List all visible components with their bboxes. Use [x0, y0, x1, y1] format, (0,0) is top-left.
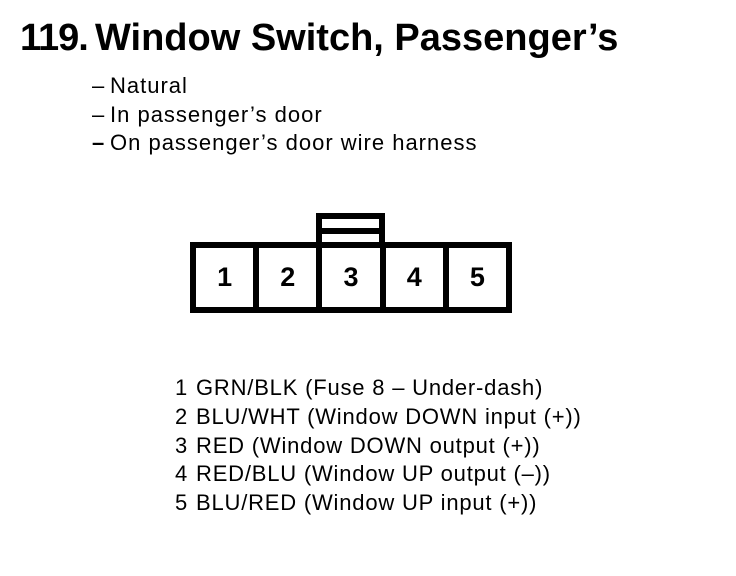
pinout-pin-desc: GRN/BLK (Fuse 8 – Under-dash)	[196, 375, 544, 400]
pinout-row: 5 BLU/RED (Window UP input (+))	[175, 489, 582, 518]
pin-cavity-4: 4	[379, 248, 443, 307]
latch-slot	[322, 234, 379, 242]
pinout-row: 3 RED (Window DOWN output (+))	[175, 432, 582, 461]
connector-latch-tab	[316, 213, 385, 242]
pinout-pin-desc: BLU/RED (Window UP input (+))	[196, 490, 538, 516]
figure-title: 119.Window Switch, Passenger’s	[20, 19, 618, 57]
dash-bullet: –	[92, 73, 106, 98]
pinout-pin-desc: RED/BLU (Window UP output (–))	[196, 461, 551, 487]
note-row-location: – In passenger’s door	[92, 101, 477, 130]
note-row-harness: – On passenger’s door wire harness	[92, 129, 477, 158]
pinout-pin-number: 3	[175, 432, 189, 458]
pinout-pin-number: 5	[175, 490, 189, 516]
connector-pin-row: 1 2 3 4 5	[190, 242, 512, 313]
pinout-pin-desc: BLU/WHT (Window DOWN input (+))	[196, 403, 582, 429]
pinout-pin-number: 2	[175, 403, 189, 429]
note-text: Natural	[110, 73, 188, 98]
pinout-row: 2 BLU/WHT (Window DOWN input (+))	[175, 403, 582, 432]
connector-notes: – Natural – In passenger’s door – On pas…	[92, 72, 477, 158]
latch-slot	[322, 219, 379, 228]
pinout-pin-number: 4	[175, 461, 189, 487]
note-text: On passenger’s door wire harness	[110, 130, 478, 155]
figure-number: 119.	[20, 17, 89, 59]
pinout-row: 1 GRN/BLK (Fuse 8 – Under-dash)	[175, 374, 582, 403]
pinout-list: 1 GRN/BLK (Fuse 8 – Under-dash) 2 BLU/WH…	[175, 374, 582, 518]
pinout-row: 4 RED/BLU (Window UP output (–))	[175, 460, 582, 489]
dash-bullet: –	[92, 130, 106, 155]
figure-title-text: Window Switch, Passenger’s	[95, 17, 619, 59]
note-text: In passenger’s door	[110, 101, 323, 127]
pin-cavity-1: 1	[196, 248, 254, 307]
connector-diagram: 1 2 3 4 5	[190, 213, 512, 313]
pin-cavity-5: 5	[442, 248, 507, 307]
pin-cavity-2: 2	[253, 248, 317, 307]
latch-bar	[322, 228, 379, 234]
pinout-pin-number: 1	[175, 375, 189, 400]
pinout-pin-desc: RED (Window DOWN output (+))	[196, 432, 541, 458]
dash-bullet: –	[92, 101, 106, 127]
pin-cavity-3: 3	[316, 248, 380, 307]
note-row-color: – Natural	[92, 72, 477, 101]
